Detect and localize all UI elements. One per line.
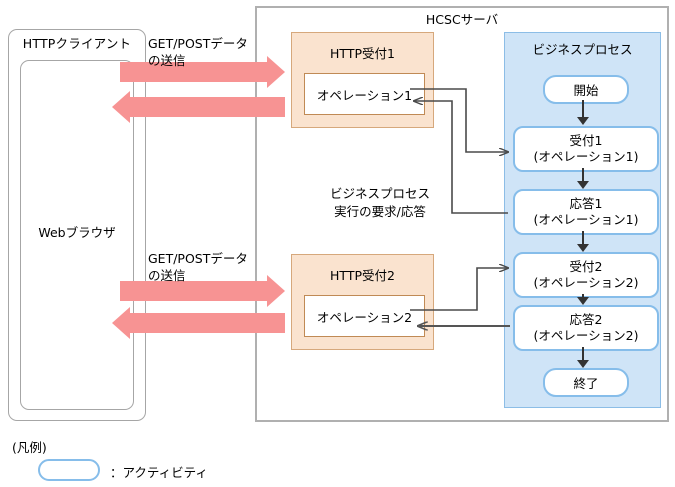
process-end-node: 終了 [543, 368, 629, 397]
http-client-label: HTTPクライアント [22, 36, 132, 51]
http-request-arrow-lower [120, 275, 285, 307]
legend-activity-text: ：アクティビティ [110, 465, 208, 480]
operation-1-box: オペレーション1 [304, 73, 425, 115]
bp-arrowhead-a4-to-end [577, 360, 589, 368]
activity-respond-1-line2: (オペレーション1) [533, 212, 639, 227]
business-process-title: ビジネスプロセス [532, 42, 633, 57]
bp-connector-start-to-a1 [582, 100, 584, 118]
http-response-arrow-upper [112, 91, 285, 123]
bp-arrowhead-start-to-a1 [577, 117, 589, 125]
activity-respond-2: 応答2 (オペレーション2) [513, 305, 659, 351]
activity-receive-1: 受付1 (オペレーション1) [513, 126, 659, 172]
bp-connector-a4-to-end [582, 347, 584, 361]
bp-arrowhead-a2-to-a3 [577, 244, 589, 252]
http-reception-1-panel: HTTP受付1 オペレーション1 [291, 32, 434, 128]
bp-connector-a2-to-a3 [582, 231, 584, 245]
activity-respond-1-line1: 応答1 [569, 196, 603, 211]
activity-respond-1: 応答1 (オペレーション1) [513, 189, 659, 235]
hcsc-server-label: HCSCサーバ [425, 12, 499, 27]
bp-connector-a1-to-a2 [582, 168, 584, 182]
bp-connector-a3-to-a4 [582, 294, 584, 298]
operation-2-box: オペレーション2 [304, 295, 425, 337]
activity-receive-1-line1: 受付1 [569, 133, 603, 148]
getpost-label-lower: GET/POSTデータ の送信 [148, 251, 248, 283]
getpost-label-upper: GET/POSTデータ の送信 [148, 36, 248, 68]
bp-arrowhead-a1-to-a2 [577, 181, 589, 189]
activity-receive-1-line2: (オペレーション1) [533, 149, 639, 164]
operation-1-label: オペレーション1 [316, 88, 413, 103]
http-response-arrow-lower [112, 307, 285, 339]
web-browser-label: Webブラウザ [38, 225, 116, 240]
http-reception-1-title: HTTP受付1 [330, 46, 395, 61]
activity-respond-2-line2: (オペレーション2) [533, 328, 639, 343]
activity-receive-2-line2: (オペレーション2) [533, 275, 639, 290]
legend-activity-shape [38, 459, 100, 481]
activity-receive-2-line1: 受付2 [569, 259, 603, 274]
http-reception-2-panel: HTTP受付2 オペレーション2 [291, 254, 434, 350]
business-process-request-label: ビジネスプロセス 実行の要求/応答 [329, 186, 430, 219]
activity-respond-2-line1: 応答2 [569, 312, 603, 327]
http-request-arrow-upper [120, 56, 285, 88]
process-start-node: 開始 [543, 75, 629, 104]
bp-arrowhead-a3-to-a4 [577, 297, 589, 305]
legend-title: (凡例) [12, 440, 47, 455]
http-reception-2-title: HTTP受付2 [330, 268, 395, 283]
activity-receive-2: 受付2 (オペレーション2) [513, 252, 659, 298]
operation-2-label: オペレーション2 [316, 310, 413, 325]
